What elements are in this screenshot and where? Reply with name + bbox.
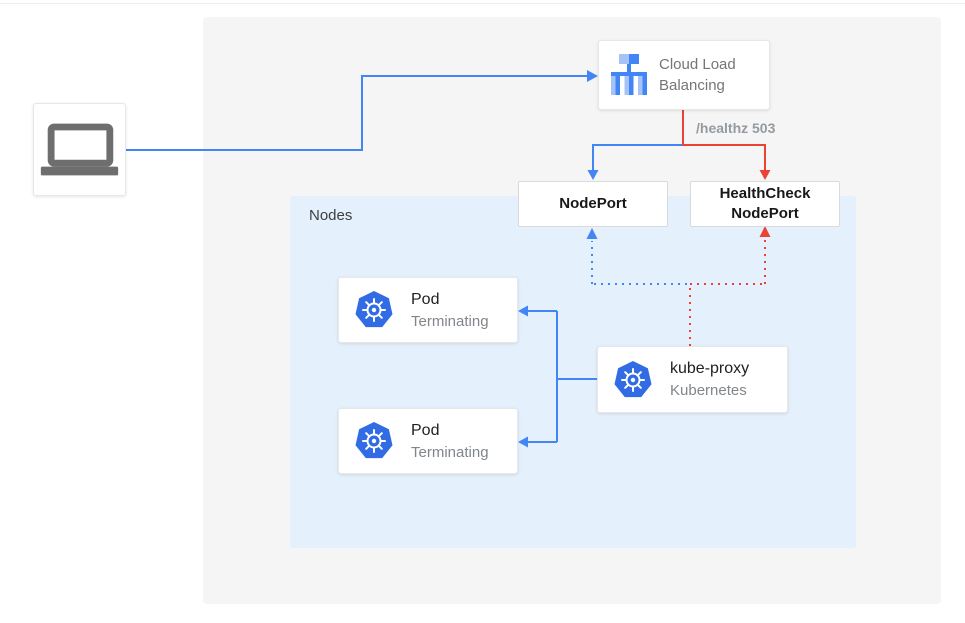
pod-status: Terminating bbox=[411, 312, 489, 330]
laptop-icon bbox=[40, 123, 119, 176]
kubernetes-icon bbox=[355, 422, 393, 459]
client-node bbox=[33, 103, 126, 196]
nodeport-node: NodePort bbox=[518, 181, 668, 227]
healthcheck-nodeport-node: HealthCheck NodePort bbox=[690, 181, 840, 227]
cloud-load-balancing-node: Cloud Load Balancing bbox=[598, 40, 770, 110]
kube-proxy-title: kube-proxy bbox=[670, 360, 750, 377]
kubernetes-icon bbox=[355, 291, 393, 328]
kube-proxy-node: kube-proxy Kubernetes bbox=[597, 346, 788, 413]
nodeport-label: NodePort bbox=[559, 195, 627, 212]
cloud-load-balancing-label: Cloud Load Balancing bbox=[659, 56, 736, 94]
load-balancer-icon bbox=[611, 54, 647, 95]
nodes-group-label: Nodes bbox=[309, 207, 353, 224]
top-divider bbox=[0, 3, 965, 4]
kubernetes-icon bbox=[614, 360, 652, 397]
pod-status: Terminating bbox=[411, 443, 489, 461]
healthcheck-nodeport-label-line2: NodePort bbox=[731, 205, 799, 222]
pod-node-1: Pod Terminating bbox=[338, 277, 518, 343]
kube-proxy-subtitle: Kubernetes bbox=[670, 382, 747, 399]
pod-title: Pod bbox=[411, 421, 440, 439]
pod-title: Pod bbox=[411, 290, 440, 308]
healthz-status-label: /healthz 503 bbox=[696, 120, 776, 136]
healthcheck-nodeport-label-line1: HealthCheck bbox=[719, 185, 811, 202]
pod-node-2: Pod Terminating bbox=[338, 408, 518, 474]
